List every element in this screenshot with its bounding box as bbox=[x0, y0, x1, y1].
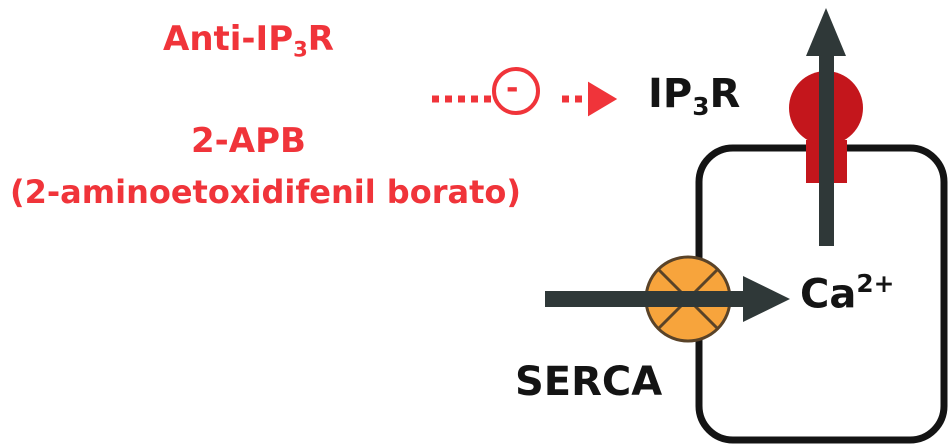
ip3r-label: IP3R bbox=[648, 71, 741, 121]
calcium-ion-label: Ca2+ bbox=[800, 269, 895, 318]
serca-label: SERCA bbox=[515, 359, 663, 405]
drug-full-name-label: (2-aminoetoxidifenil borato) bbox=[10, 173, 521, 211]
calcium-uptake-arrow bbox=[545, 276, 790, 322]
anti-ip3r-label: Anti-IP3R bbox=[163, 19, 334, 62]
inhibition-circle bbox=[492, 67, 540, 115]
drug-label: 2-APB bbox=[191, 121, 306, 161]
calcium-release-arrow bbox=[806, 8, 846, 246]
inhibition-minus-sign: - bbox=[506, 71, 519, 106]
